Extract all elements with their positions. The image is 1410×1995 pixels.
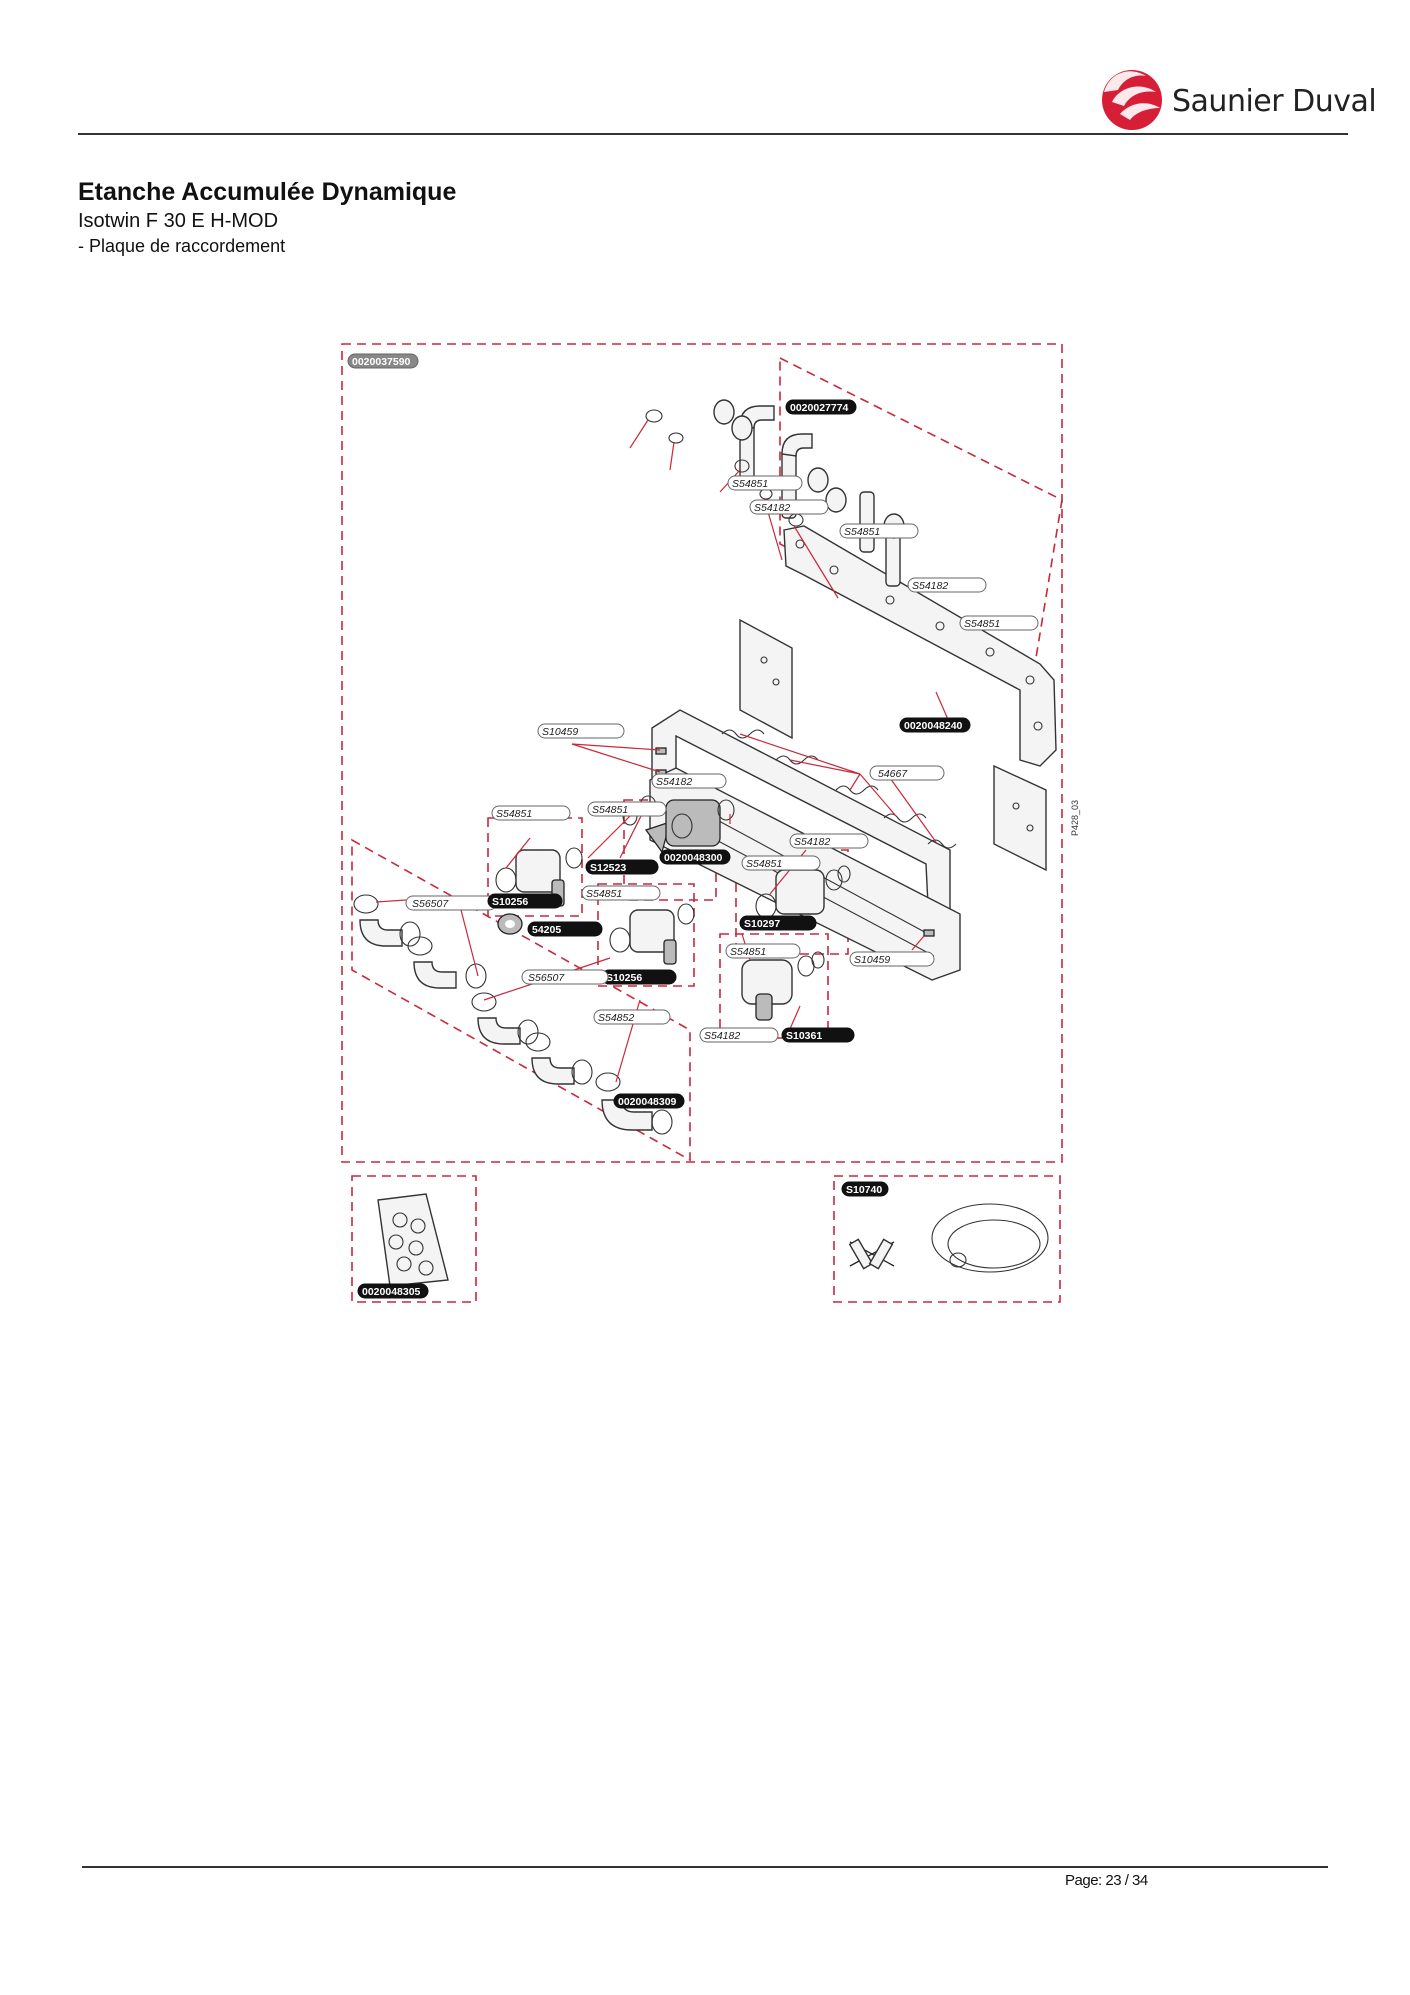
label-valve-right: S10297 <box>744 918 780 930</box>
drawing-reference: P428_03 <box>1070 800 1080 836</box>
label-valve-bottom: S10361 <box>786 1030 822 1042</box>
valve-bottom <box>741 951 825 1021</box>
label-valve-block: 0020048300 <box>664 852 723 864</box>
kit-valve-bottom-frame <box>719 933 829 1039</box>
retaining-clips <box>721 729 957 849</box>
elbow-fittings <box>353 894 673 1135</box>
label-filter: S12523 <box>590 862 626 874</box>
label-ring-a7: S54851 <box>586 888 622 900</box>
chassis-side-left <box>739 618 793 740</box>
label-clip: 54667 <box>878 768 908 780</box>
exploded-parts-diagram: .dash { fill:none; stroke:#c8283c; strok… <box>341 343 1080 1303</box>
seal-bag <box>377 1193 449 1287</box>
flame-bird-logo-icon <box>1102 70 1162 130</box>
label-ring-b3: S54182 <box>656 776 692 788</box>
header-divider <box>78 133 1348 135</box>
label-hose-kit: S10740 <box>846 1184 882 1196</box>
kit-gaskets-frame <box>351 838 691 1162</box>
label-ring-b5: S54182 <box>704 1030 740 1042</box>
label-screw-right: S10459 <box>854 954 890 966</box>
hose-kit-frame <box>833 1175 1061 1303</box>
label-ring-b1: S54182 <box>754 502 790 514</box>
brand-name: Saunier Duval <box>1172 84 1377 119</box>
label-elbow: 0020048309 <box>618 1096 677 1108</box>
footer-divider <box>82 1866 1328 1868</box>
label-valve-mid: S10256 <box>606 972 642 984</box>
label-ring-a2: S54851 <box>844 526 880 538</box>
label-ring-a4: S54851 <box>496 808 532 820</box>
model-name: Isotwin F 30 E H-MOD <box>78 210 279 232</box>
label-screw-left: S10459 <box>542 726 578 738</box>
seal-bag-frame <box>351 1175 477 1303</box>
valve-right <box>755 865 851 919</box>
label-valve-left: S10256 <box>492 896 528 908</box>
kit-main-frame <box>341 343 1063 1163</box>
page-number: Page: 23 / 34 <box>1065 1872 1148 1889</box>
label-ring-a1: S54851 <box>732 478 768 490</box>
label-washer: 54205 <box>532 924 561 936</box>
label-seal-bag: 0020048305 <box>362 1286 421 1298</box>
label-plate: 0020048240 <box>904 720 963 732</box>
chassis-side-right <box>993 764 1047 872</box>
label-gasket-a: S56507 <box>412 898 449 910</box>
valve-mid <box>609 903 695 965</box>
hose-kit <box>848 1203 1049 1273</box>
label-kit-pipes: 0020027774 <box>790 402 849 414</box>
label-ring-b2: S54182 <box>912 580 948 592</box>
valve-block <box>622 795 735 847</box>
label-kit-main: 0020037590 <box>352 356 411 368</box>
mounting-rail <box>783 525 1057 767</box>
label-ring-a6: S54851 <box>746 858 782 870</box>
label-ring-a5: S54851 <box>592 804 628 816</box>
section-name: - Plaque de raccordement <box>78 236 286 256</box>
label-gasket-b: S56507 <box>528 972 565 984</box>
label-ring-a8: S54851 <box>730 946 766 958</box>
label-ring-54852: S54852 <box>598 1012 634 1024</box>
label-ring-a3: S54851 <box>964 618 1000 630</box>
label-ring-b4: S54182 <box>794 836 830 848</box>
document-title: Etanche Accumulée Dynamique <box>78 178 457 206</box>
